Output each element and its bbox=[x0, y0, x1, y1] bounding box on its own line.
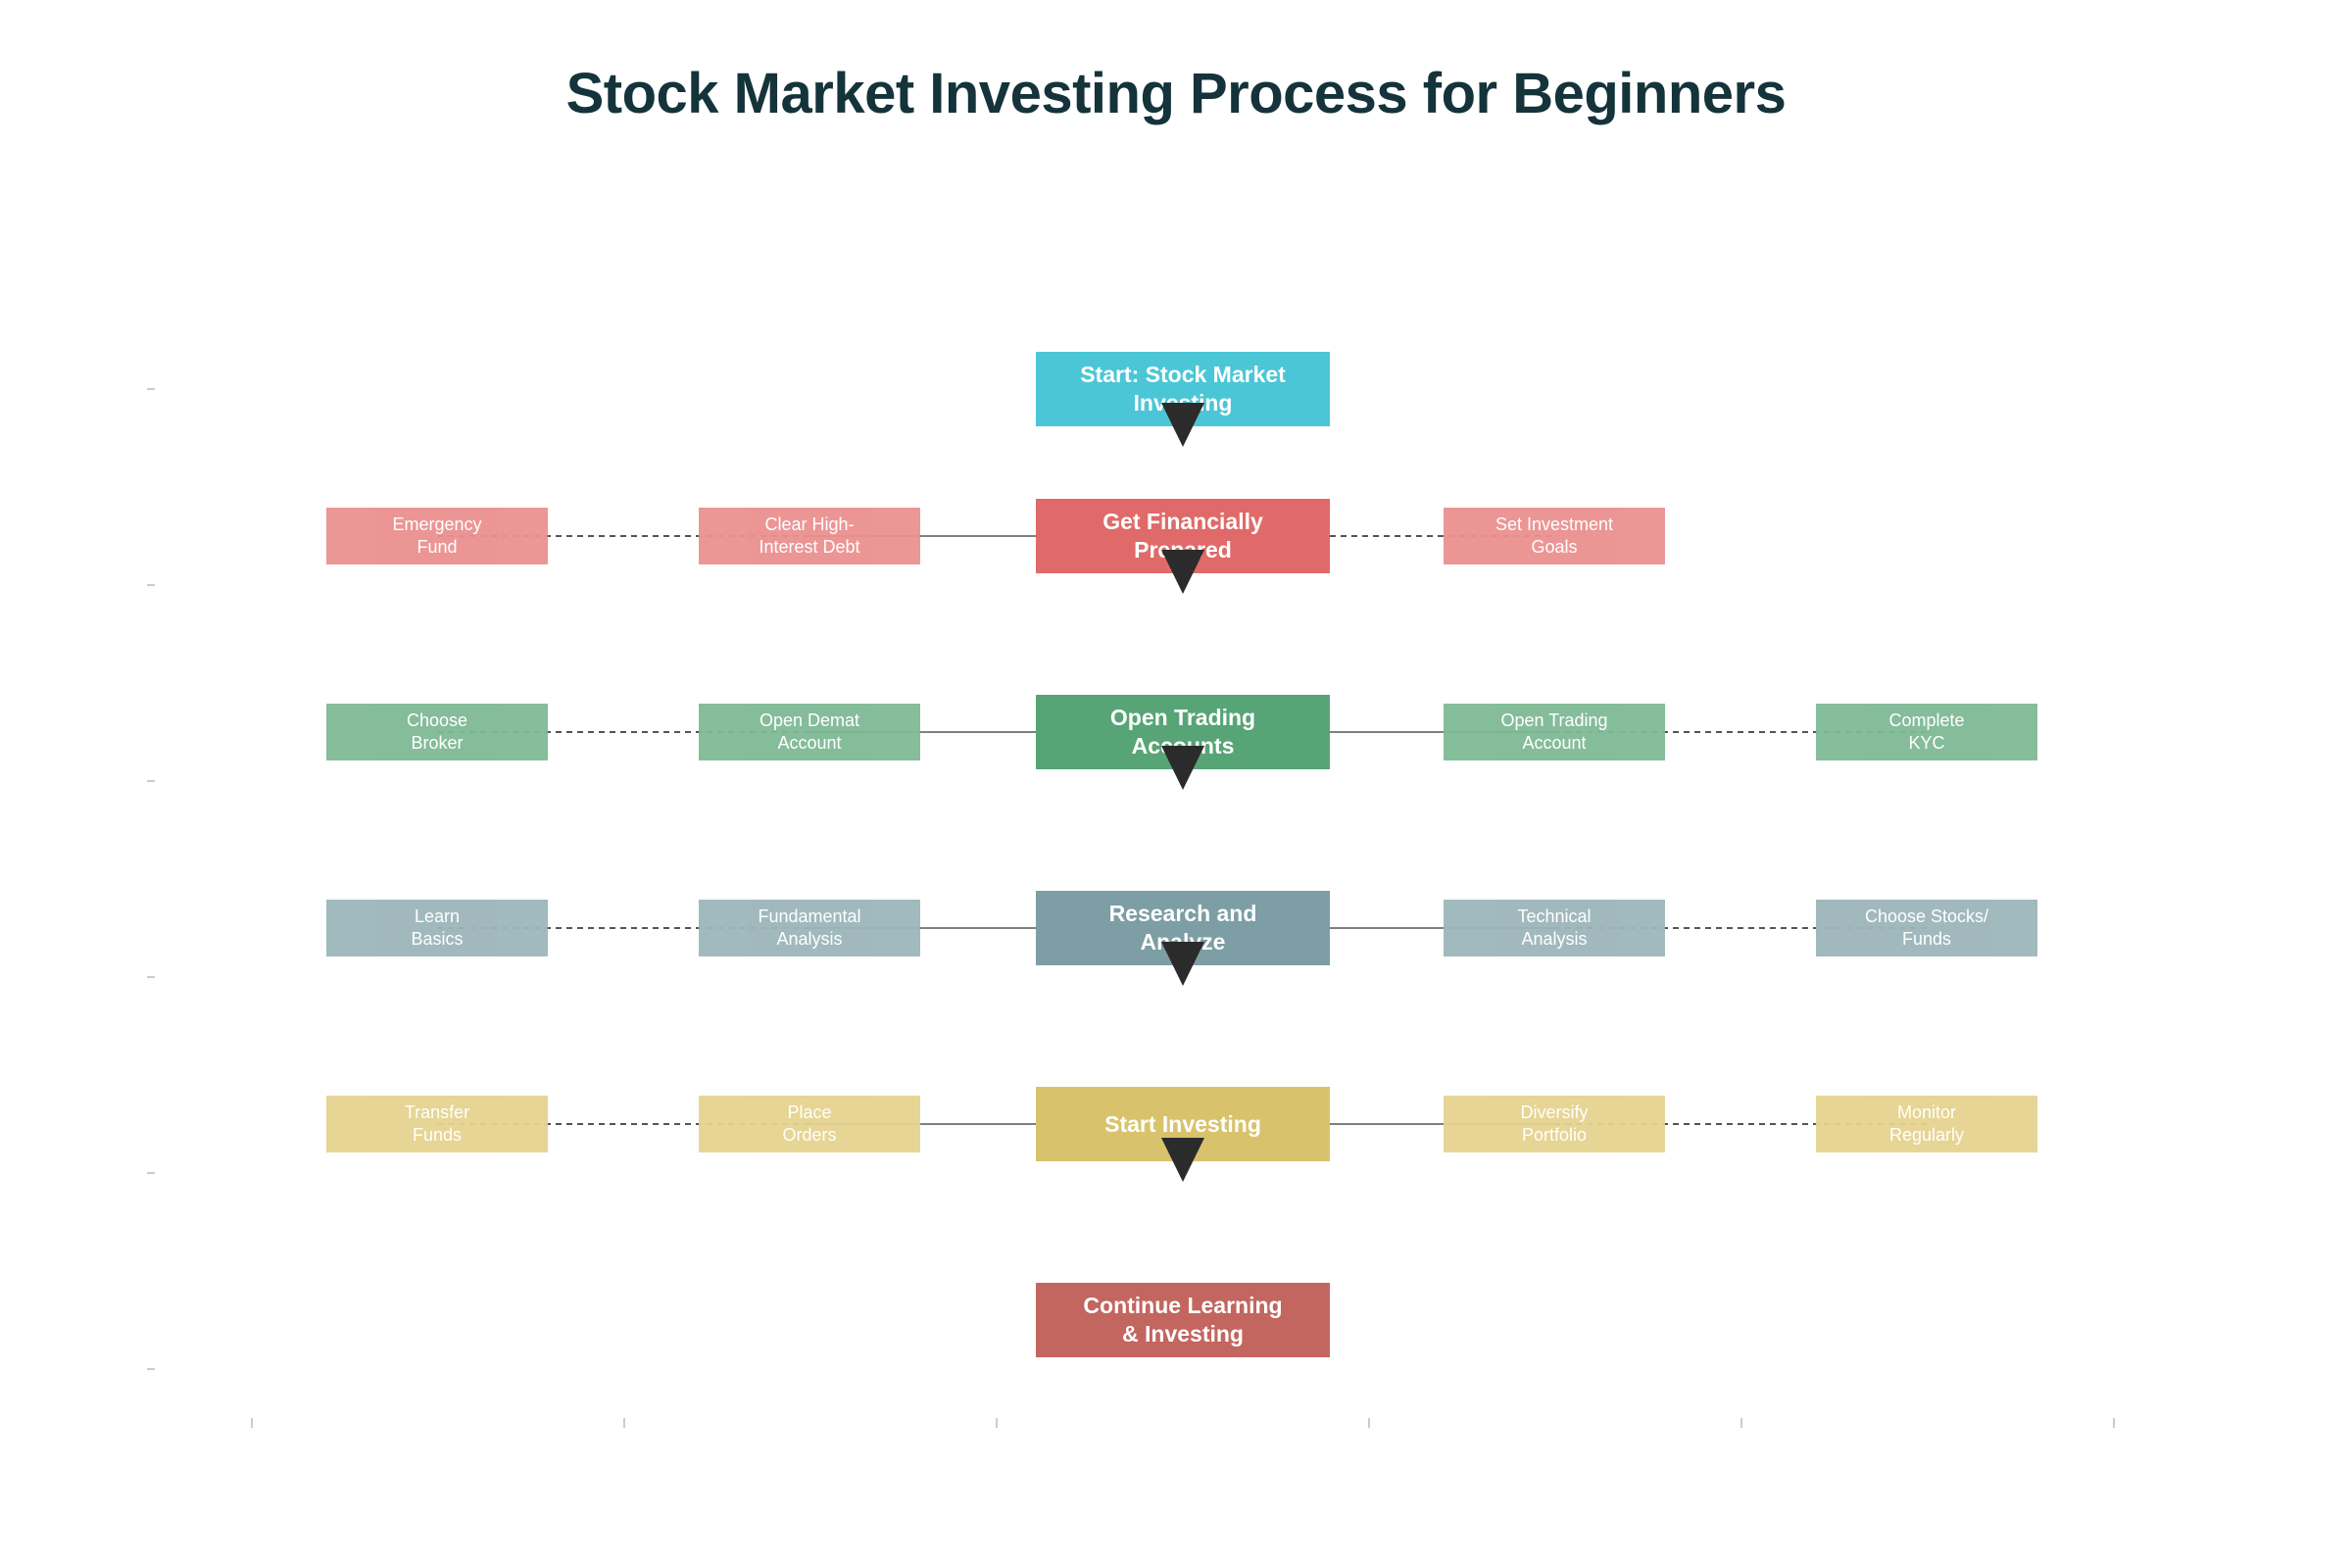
substep-accounts-right-0-label: Open Trading Account bbox=[1500, 710, 1608, 753]
substep-accounts-right-0: Open Trading Account bbox=[1444, 704, 1665, 760]
substep-accounts-right-1: Complete KYC bbox=[1816, 704, 2037, 760]
substep-prepare-right-0-label: Set Investment Goals bbox=[1494, 514, 1614, 557]
flow-arrow-accounts bbox=[1161, 746, 1204, 790]
flow-arrow-invest bbox=[1161, 1138, 1204, 1182]
substep-prepare-left-0: Emergency Fund bbox=[326, 508, 548, 564]
substep-invest-left-0: Transfer Funds bbox=[326, 1096, 548, 1152]
substep-invest-left-0-label: Transfer Funds bbox=[404, 1102, 470, 1145]
stage-node-prepare-label: Get Financially Prepared bbox=[1102, 509, 1263, 563]
substep-research-right-1-label: Choose Stocks/ Funds bbox=[1864, 906, 1989, 949]
substep-research-right-0-label: Technical Analysis bbox=[1517, 906, 1592, 949]
substep-invest-right-0: Diversify Portfolio bbox=[1444, 1096, 1665, 1152]
flow-arrow-start bbox=[1161, 403, 1204, 447]
substep-invest-right-0-label: Diversify Portfolio bbox=[1520, 1102, 1589, 1145]
diagram-title: Stock Market Investing Process for Begin… bbox=[565, 62, 1787, 125]
substep-research-right-1: Choose Stocks/ Funds bbox=[1816, 900, 2037, 956]
stage-node-research-label: Research and Analyze bbox=[1108, 901, 1257, 955]
substep-research-right-0: Technical Analysis bbox=[1444, 900, 1665, 956]
substep-invest-left-1-label: Place Orders bbox=[782, 1102, 837, 1145]
flow-arrow-research bbox=[1161, 942, 1204, 986]
substep-research-left-0: Learn Basics bbox=[326, 900, 548, 956]
substep-accounts-left-1-label: Open Demat Account bbox=[759, 710, 860, 753]
substep-accounts-right-1-label: Complete KYC bbox=[1888, 710, 1965, 753]
substep-prepare-left-1: Clear High- Interest Debt bbox=[699, 508, 920, 564]
substep-accounts-left-0: Choose Broker bbox=[326, 704, 548, 760]
substep-invest-right-1-label: Monitor Regularly bbox=[1888, 1102, 1965, 1145]
stage-node-continue: Continue Learning & Investing bbox=[1036, 1283, 1330, 1357]
substep-research-left-1: Fundamental Analysis bbox=[699, 900, 920, 956]
substep-prepare-right-0: Set Investment Goals bbox=[1444, 508, 1665, 564]
stage-node-invest-label: Start Investing bbox=[1104, 1110, 1261, 1137]
stage-node-continue-label: Continue Learning & Investing bbox=[1083, 1293, 1283, 1347]
substep-research-left-1-label: Fundamental Analysis bbox=[758, 906, 861, 949]
flow-arrow-prepare bbox=[1161, 550, 1204, 594]
stage-node-invest: Start Investing bbox=[1036, 1087, 1330, 1161]
substep-invest-right-1: Monitor Regularly bbox=[1816, 1096, 2037, 1152]
substep-research-left-0-label: Learn Basics bbox=[411, 906, 464, 949]
substep-accounts-left-1: Open Demat Account bbox=[699, 704, 920, 760]
stage-node-accounts-label: Open Trading Accounts bbox=[1109, 705, 1256, 759]
substep-prepare-left-1-label: Clear High- Interest Debt bbox=[759, 514, 860, 557]
substep-prepare-left-0-label: Emergency Fund bbox=[392, 514, 482, 557]
substep-invest-left-1: Place Orders bbox=[699, 1096, 920, 1152]
substep-accounts-left-0-label: Choose Broker bbox=[406, 710, 468, 753]
